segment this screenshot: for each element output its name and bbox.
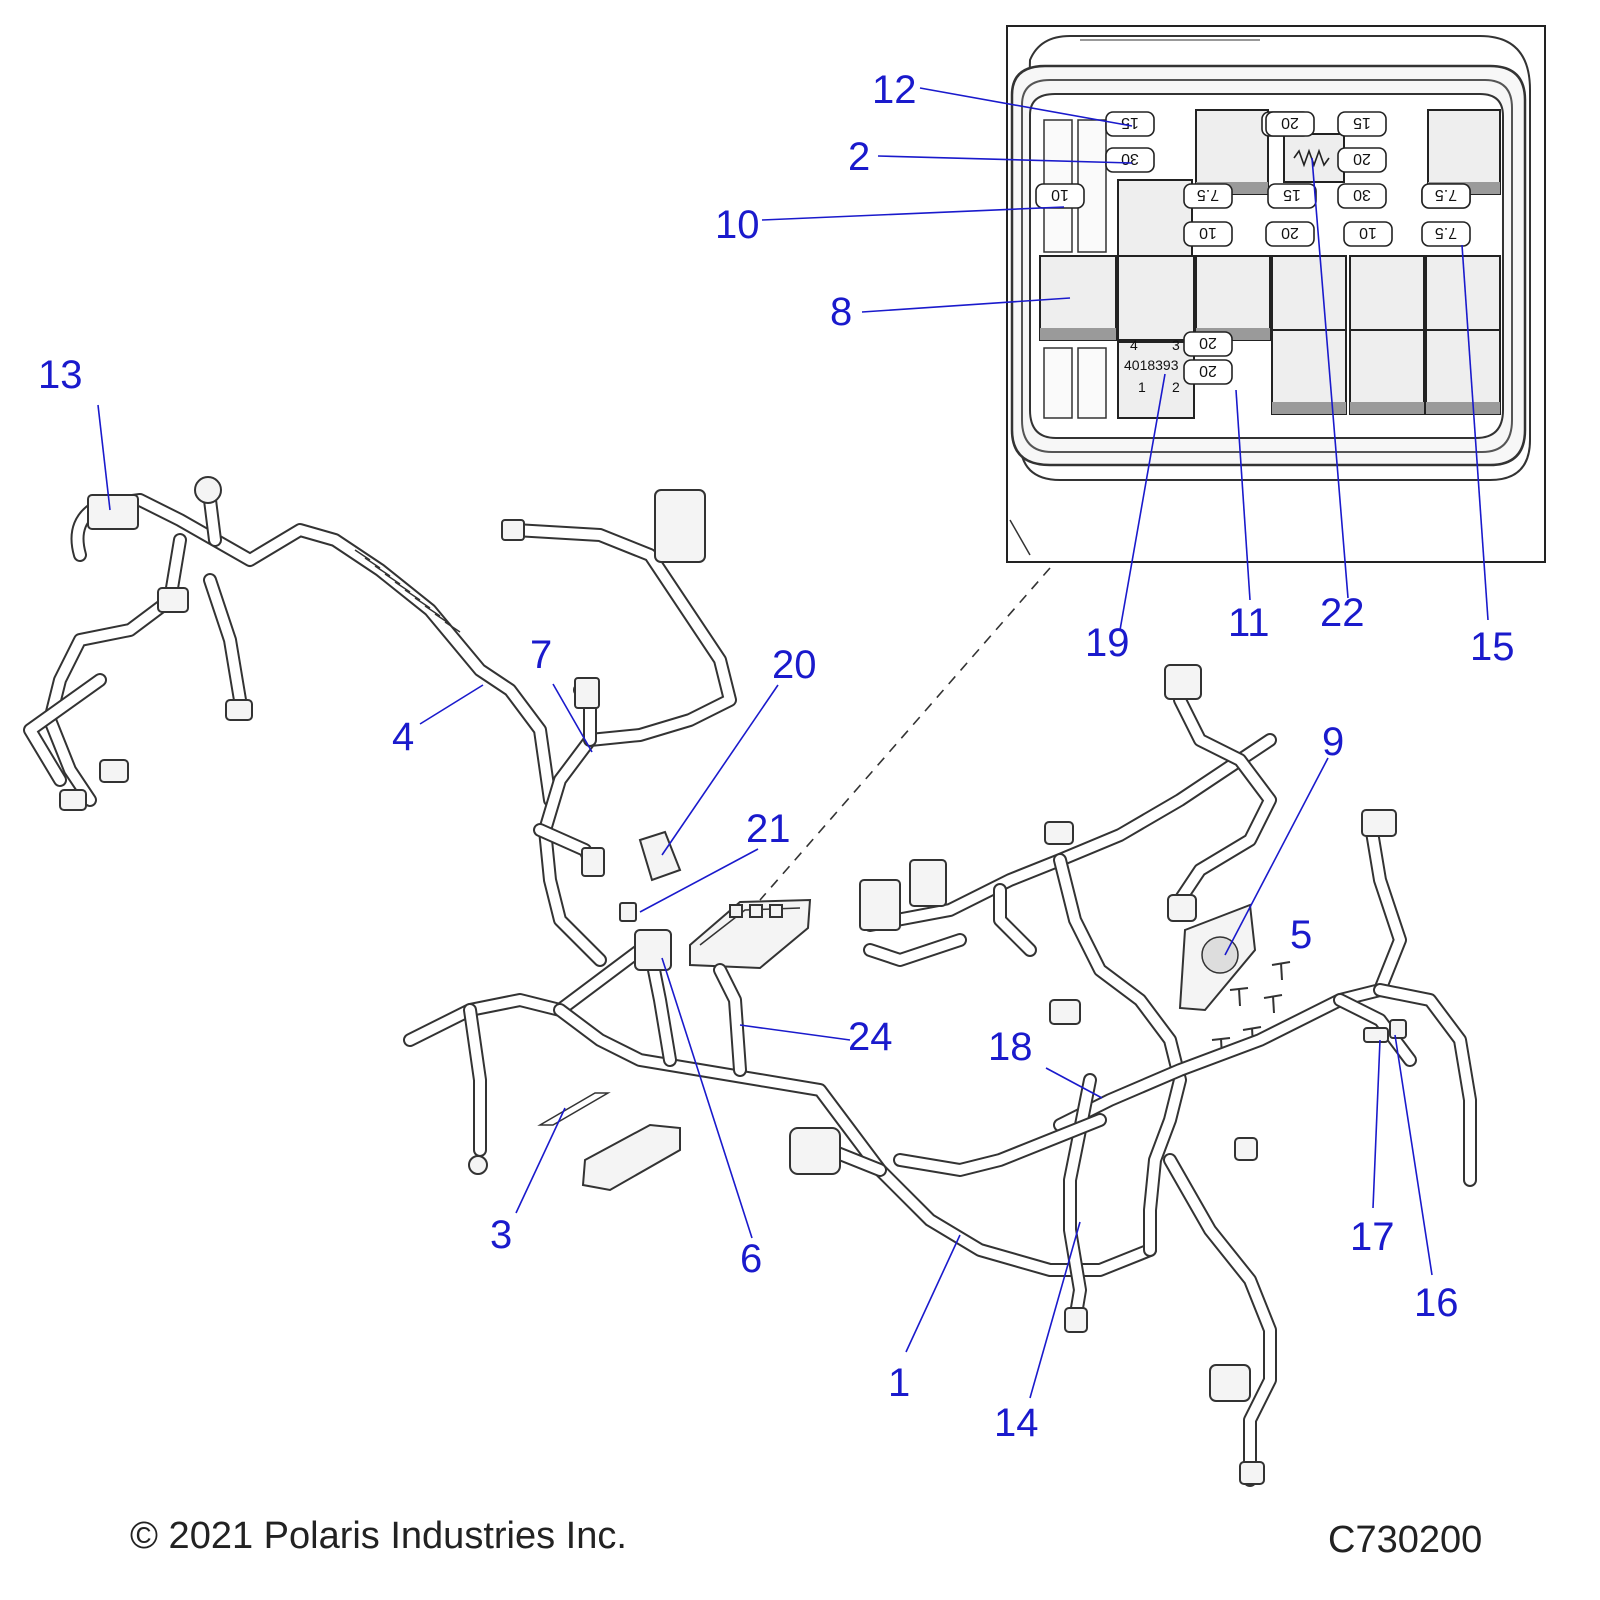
callout-9: 9 <box>1322 720 1344 764</box>
relay-part-number: 4018393 <box>1124 357 1179 373</box>
fuse-rating: 10 <box>1051 186 1069 203</box>
fuse-rating: 15 <box>1121 114 1139 131</box>
relay-blocks <box>1039 109 1501 419</box>
fuse-rating: 10 <box>1359 224 1377 241</box>
relay-8 <box>1039 255 1117 341</box>
fuse-rating: 15 <box>1353 114 1371 131</box>
fuse-11: 30 <box>1337 183 1387 209</box>
fuse-rating: 20 <box>1281 224 1299 241</box>
fuse-rating: 20 <box>1281 114 1299 131</box>
fuse-8: 15 <box>1267 183 1317 209</box>
fuse-rating: 20 <box>1353 150 1371 167</box>
inset-leader <box>759 567 1051 901</box>
callout-14: 14 <box>994 1401 1039 1445</box>
callout-4: 4 <box>392 715 414 759</box>
relay-pin-2: 2 <box>1172 379 1180 395</box>
callout-22: 22 <box>1320 591 1365 635</box>
fuse-6: 20 <box>1337 147 1387 173</box>
callout-12: 12 <box>872 68 917 112</box>
fuse-17: 20 <box>1183 331 1233 357</box>
fuse-4: 7.5 <box>1183 183 1233 209</box>
fuse-18: 20 <box>1183 359 1233 385</box>
fuse-9: 20 <box>1265 221 1315 247</box>
fuse-rating: 30 <box>1121 150 1139 167</box>
callout-2: 2 <box>848 135 870 179</box>
right-harness <box>789 664 1477 1487</box>
fuse-16: 7.5 <box>1421 183 1471 209</box>
callout-6: 6 <box>740 1237 762 1281</box>
callout-18: 18 <box>988 1025 1033 1069</box>
fuse-box-assembly <box>689 898 812 970</box>
fuse-1: 15 <box>1105 111 1155 137</box>
callout-8: 8 <box>830 290 852 334</box>
callout-5: 5 <box>1290 913 1312 957</box>
callout-labels: 1 2 3 4 5 6 7 8 9 10 11 12 13 14 15 16 1… <box>38 68 1515 1445</box>
fuse-box-inset: 3 4 4018393 2 1 15 30 10 7.5 15 20 7.5 15 20 10 30… <box>1006 25 1546 563</box>
upper-left-harness <box>23 476 557 811</box>
callout-11: 11 <box>1228 601 1270 645</box>
callout-1: 1 <box>888 1361 910 1405</box>
leader-lines <box>97 87 1489 1399</box>
fuse-15: 7.5 <box>1421 221 1471 247</box>
fuse-rating: 30 <box>1353 186 1371 203</box>
fuse-rating: 7.5 <box>1197 186 1219 203</box>
fuse-10: 10 <box>1183 221 1233 247</box>
callout-13: 13 <box>38 353 83 397</box>
fuse-rating: 15 <box>1283 186 1301 203</box>
fuse-rating: 20 <box>1199 334 1217 351</box>
fuse-13: 15 <box>1337 111 1387 137</box>
center-harness <box>403 489 1157 1277</box>
fuse-rating: 7.5 <box>1435 186 1457 203</box>
fuse-3: 10 <box>1035 183 1085 209</box>
callout-15: 15 <box>1470 625 1515 669</box>
fuse-2: 30 <box>1105 147 1155 173</box>
fuse-rating: 10 <box>1199 224 1217 241</box>
copyright-text: © 2021 Polaris Industries Inc. <box>130 1515 627 1557</box>
callout-19: 19 <box>1085 621 1130 665</box>
relay-pin-3: 3 <box>1172 337 1180 353</box>
fuse-12: 10 <box>1343 221 1393 247</box>
relay-pin-1: 1 <box>1138 379 1146 395</box>
fuse-14: 20 <box>1265 111 1315 137</box>
callout-17: 17 <box>1350 1215 1395 1259</box>
callout-10: 10 <box>715 203 760 247</box>
figure-id: C730200 <box>1328 1519 1482 1561</box>
relay-19 <box>1117 341 1195 419</box>
callout-3: 3 <box>490 1213 512 1257</box>
callout-20: 20 <box>772 643 817 687</box>
relay-label: 3 4 4018393 2 1 <box>1124 337 1180 395</box>
callout-16: 16 <box>1414 1281 1459 1325</box>
callout-24: 24 <box>848 1015 893 1059</box>
fuse-rating: 7.5 <box>1435 224 1457 241</box>
fuse-rating: 20 <box>1199 362 1217 379</box>
callout-7: 7 <box>530 633 552 677</box>
relay-pin-4: 4 <box>1130 337 1138 353</box>
callout-21: 21 <box>746 807 791 851</box>
